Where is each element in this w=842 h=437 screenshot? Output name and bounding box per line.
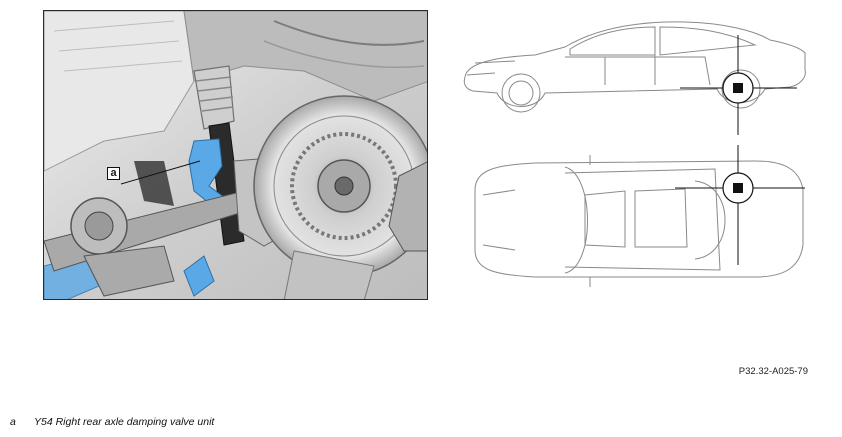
body-panel xyxy=(44,11,195,172)
vehicle-side-view xyxy=(463,21,806,113)
vehicle-top-view xyxy=(474,155,804,287)
component-illustration xyxy=(43,10,428,300)
blue-line-highlight xyxy=(183,255,215,297)
legend-text: Y54 Right rear axle damping valve unit xyxy=(34,416,215,428)
vehicle-outline-drawing xyxy=(463,21,806,287)
legend-item: a Y54 Right rear axle damping valve unit xyxy=(10,416,214,428)
vehicle-location-views xyxy=(455,15,815,305)
rear-axle-drawing xyxy=(44,11,427,299)
drive-shaft-boot xyxy=(193,65,235,130)
location-marker-top xyxy=(675,145,805,265)
callout-label-a: a xyxy=(107,167,120,180)
legend-key: a xyxy=(10,416,16,428)
callout-leader-line xyxy=(120,160,201,185)
figure-code: P32.32-A025-79 xyxy=(738,366,808,377)
location-marker-side xyxy=(680,35,797,135)
